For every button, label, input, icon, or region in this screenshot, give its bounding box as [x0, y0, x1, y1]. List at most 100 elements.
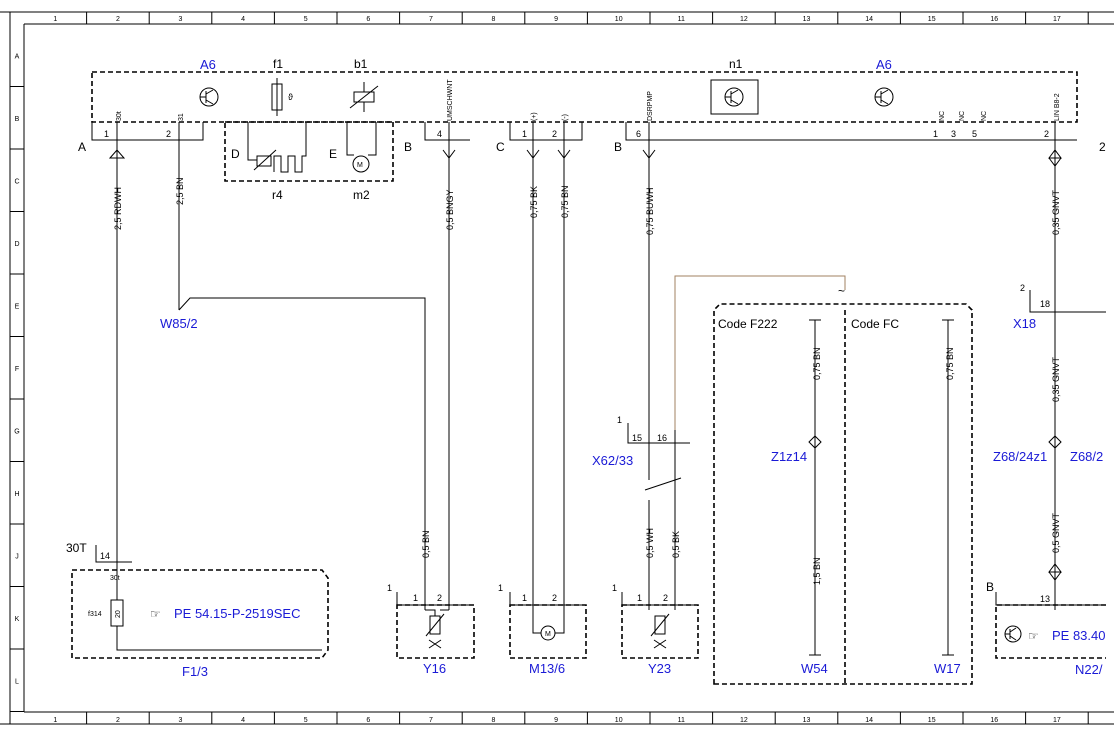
pin-plus: (+): [531, 112, 538, 121]
grid-row-label: L: [15, 678, 19, 685]
conn-a: A: [78, 140, 86, 154]
label-a6-left: A6: [200, 57, 216, 72]
conn-b2: B: [614, 140, 622, 154]
pin-y23-1: 1: [612, 583, 617, 593]
grid-row-label: C: [14, 178, 19, 185]
pin-30t: 30t: [116, 111, 123, 121]
sub-block-r4-m2: [224, 121, 394, 182]
wire-label-1: 2,5 RDWH: [113, 187, 123, 230]
pin-umschwnt: UMSCHWNT: [447, 79, 454, 121]
ref-pe-5415[interactable]: PE 54.15-P-2519SEC: [174, 606, 300, 621]
wire-label-15: 0,5 GNVT: [1051, 512, 1061, 553]
grid-col-label: 4: [241, 16, 245, 23]
ref-pe-8340[interactable]: PE 83.40: [1052, 628, 1106, 643]
pin-x18-2: 2: [1020, 283, 1025, 293]
grid-col-label: 3: [179, 16, 183, 23]
label-w85: W85/2: [160, 316, 198, 331]
grid-col-label: 10: [615, 16, 623, 23]
grid-col-label: 1: [53, 717, 57, 724]
heater-r4-icon: [247, 140, 307, 173]
pin-m13-p1: 1: [522, 593, 527, 603]
connector-x6233-bar: [627, 423, 690, 444]
motor-m136-icon: M: [532, 610, 565, 641]
wire-label-7: 0,35 GNVT: [1051, 189, 1061, 235]
grid-col-label: 5: [304, 717, 308, 724]
wire-label-6: 0,75 BUWH: [645, 187, 655, 235]
pin-y23-p2: 2: [663, 593, 668, 603]
grid-row-label: D: [14, 241, 19, 248]
pin-x18-18: 18: [1040, 299, 1050, 309]
pin-2: 2: [166, 129, 171, 139]
pin-y16-p1: 1: [413, 593, 418, 603]
pin-y16-p2: 2: [437, 593, 442, 603]
connector-b2-bar: [625, 122, 1077, 141]
grid-col-label: 4: [241, 717, 245, 724]
n1-module-icon: [710, 79, 759, 115]
wire-label-13: 0,75 BN: [945, 347, 955, 380]
wire-fc: [942, 319, 954, 656]
grid-col-label: 12: [740, 16, 748, 23]
pin-2n: 2: [1044, 129, 1049, 139]
svg-text:M: M: [545, 631, 551, 638]
label-w17: W17: [934, 661, 961, 676]
sensor-b1-icon: [349, 82, 379, 112]
wire-a-column: [108, 122, 126, 545]
label-f1: f1: [273, 57, 283, 71]
pump-box-m136: [509, 604, 587, 659]
grid-col-label: 15: [928, 717, 936, 724]
wire-label-12: 1,5 BN: [812, 557, 822, 585]
label-f13: F1/3: [182, 664, 208, 679]
grid-row-label: J: [15, 553, 19, 560]
label-b1: b1: [354, 57, 368, 71]
fuse-icon: [110, 599, 322, 651]
f13-bar: [95, 545, 132, 563]
label-code-f222: Code F222: [718, 317, 778, 331]
grid-col-label: 5: [304, 16, 308, 23]
label-m2: m2: [353, 188, 370, 202]
pin-lin: LIN B8-2: [1054, 93, 1061, 121]
pin-f20: 20: [115, 610, 122, 618]
pin-1c: 1: [522, 129, 527, 139]
wire-label-9: 0,5 WH: [645, 528, 655, 558]
y16-bar: [396, 592, 474, 606]
pin-1n: 1: [933, 129, 938, 139]
pin-4: 4: [437, 129, 442, 139]
label-d: D: [231, 147, 240, 161]
grid-row-label: H: [14, 491, 19, 498]
connector-c-bar: [509, 122, 583, 141]
grid-col-label: 7: [429, 16, 433, 23]
grid-col-label: 13: [803, 16, 811, 23]
grid-col-label: 16: [990, 717, 998, 724]
label-z6824z1: Z68/24z1: [993, 449, 1047, 464]
conn-b: B: [404, 140, 412, 154]
label-n22: N22/: [1075, 662, 1103, 677]
n22-box: [995, 604, 1106, 659]
wire-label-4: 0,75 BK: [529, 186, 539, 218]
wire-label-3: 0,5 BNGY: [445, 189, 455, 230]
transistor-icon: [199, 87, 219, 107]
label-x6233: X62/33: [592, 453, 633, 468]
pin-n22-13: 13: [1040, 594, 1050, 604]
hand-pointer-icon: ☞: [1028, 629, 1039, 643]
fuse-box-f13: [71, 569, 329, 659]
grid-col-label: 8: [492, 16, 496, 23]
grid-col-label: 2: [116, 717, 120, 724]
wire-buwh: [642, 122, 846, 610]
valve-box-y23: [621, 604, 699, 659]
sub-block-wires: [247, 122, 377, 140]
grid-col-label: 9: [554, 16, 558, 23]
grid-col-label: 11: [678, 717, 685, 724]
pin-m13-1: 1: [498, 583, 503, 593]
grid-row-label: B: [15, 116, 20, 123]
grid-col-label: 2: [116, 16, 120, 23]
grid-col-label: 1: [53, 16, 57, 23]
pin-30t-b: 30t: [110, 575, 120, 582]
grid-col-label: 12: [740, 717, 748, 724]
grid-row-label: G: [14, 428, 19, 435]
conn-30t: 30T: [66, 541, 87, 555]
label-code-fc: Code FC: [851, 317, 899, 331]
wire-label-8: 0,5 BN: [421, 530, 431, 558]
hand-pointer-icon: ☞: [150, 607, 161, 621]
fuse-f1-icon: ϑ: [271, 78, 293, 116]
grid-row-label: A: [15, 53, 20, 60]
